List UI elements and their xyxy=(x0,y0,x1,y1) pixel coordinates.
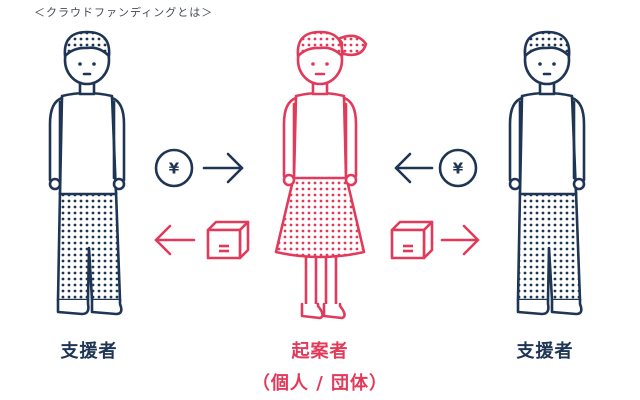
arrow-right-icon xyxy=(202,152,244,184)
parcel-box-icon xyxy=(206,220,250,260)
yen-symbol: ¥ xyxy=(169,160,180,178)
yen-coin-icon: ¥ xyxy=(438,148,478,188)
creator-sublabel: （個人 / 団体） xyxy=(251,373,389,394)
parcel-box-icon xyxy=(390,220,434,260)
reward-flow-left xyxy=(154,220,250,260)
reward-flow-right xyxy=(390,220,480,260)
diagram-caption: ＜クラウドファンディングとは＞ xyxy=(34,6,214,19)
arrow-left-icon xyxy=(394,152,434,184)
arrow-right-icon xyxy=(440,224,480,256)
supporter-left-figure xyxy=(48,30,126,316)
supporter-right-figure xyxy=(508,30,586,316)
supporter-right-label: 支援者 xyxy=(516,341,574,362)
creator-label: 起案者 xyxy=(291,341,349,362)
supporter-left-label: 支援者 xyxy=(60,341,118,362)
money-flow-right: ¥ xyxy=(394,148,478,188)
money-flow-left: ¥ xyxy=(154,148,244,188)
yen-coin-icon: ¥ xyxy=(154,148,194,188)
creator-figure xyxy=(274,30,368,320)
yen-symbol: ¥ xyxy=(453,160,464,178)
arrow-left-icon xyxy=(154,224,196,256)
